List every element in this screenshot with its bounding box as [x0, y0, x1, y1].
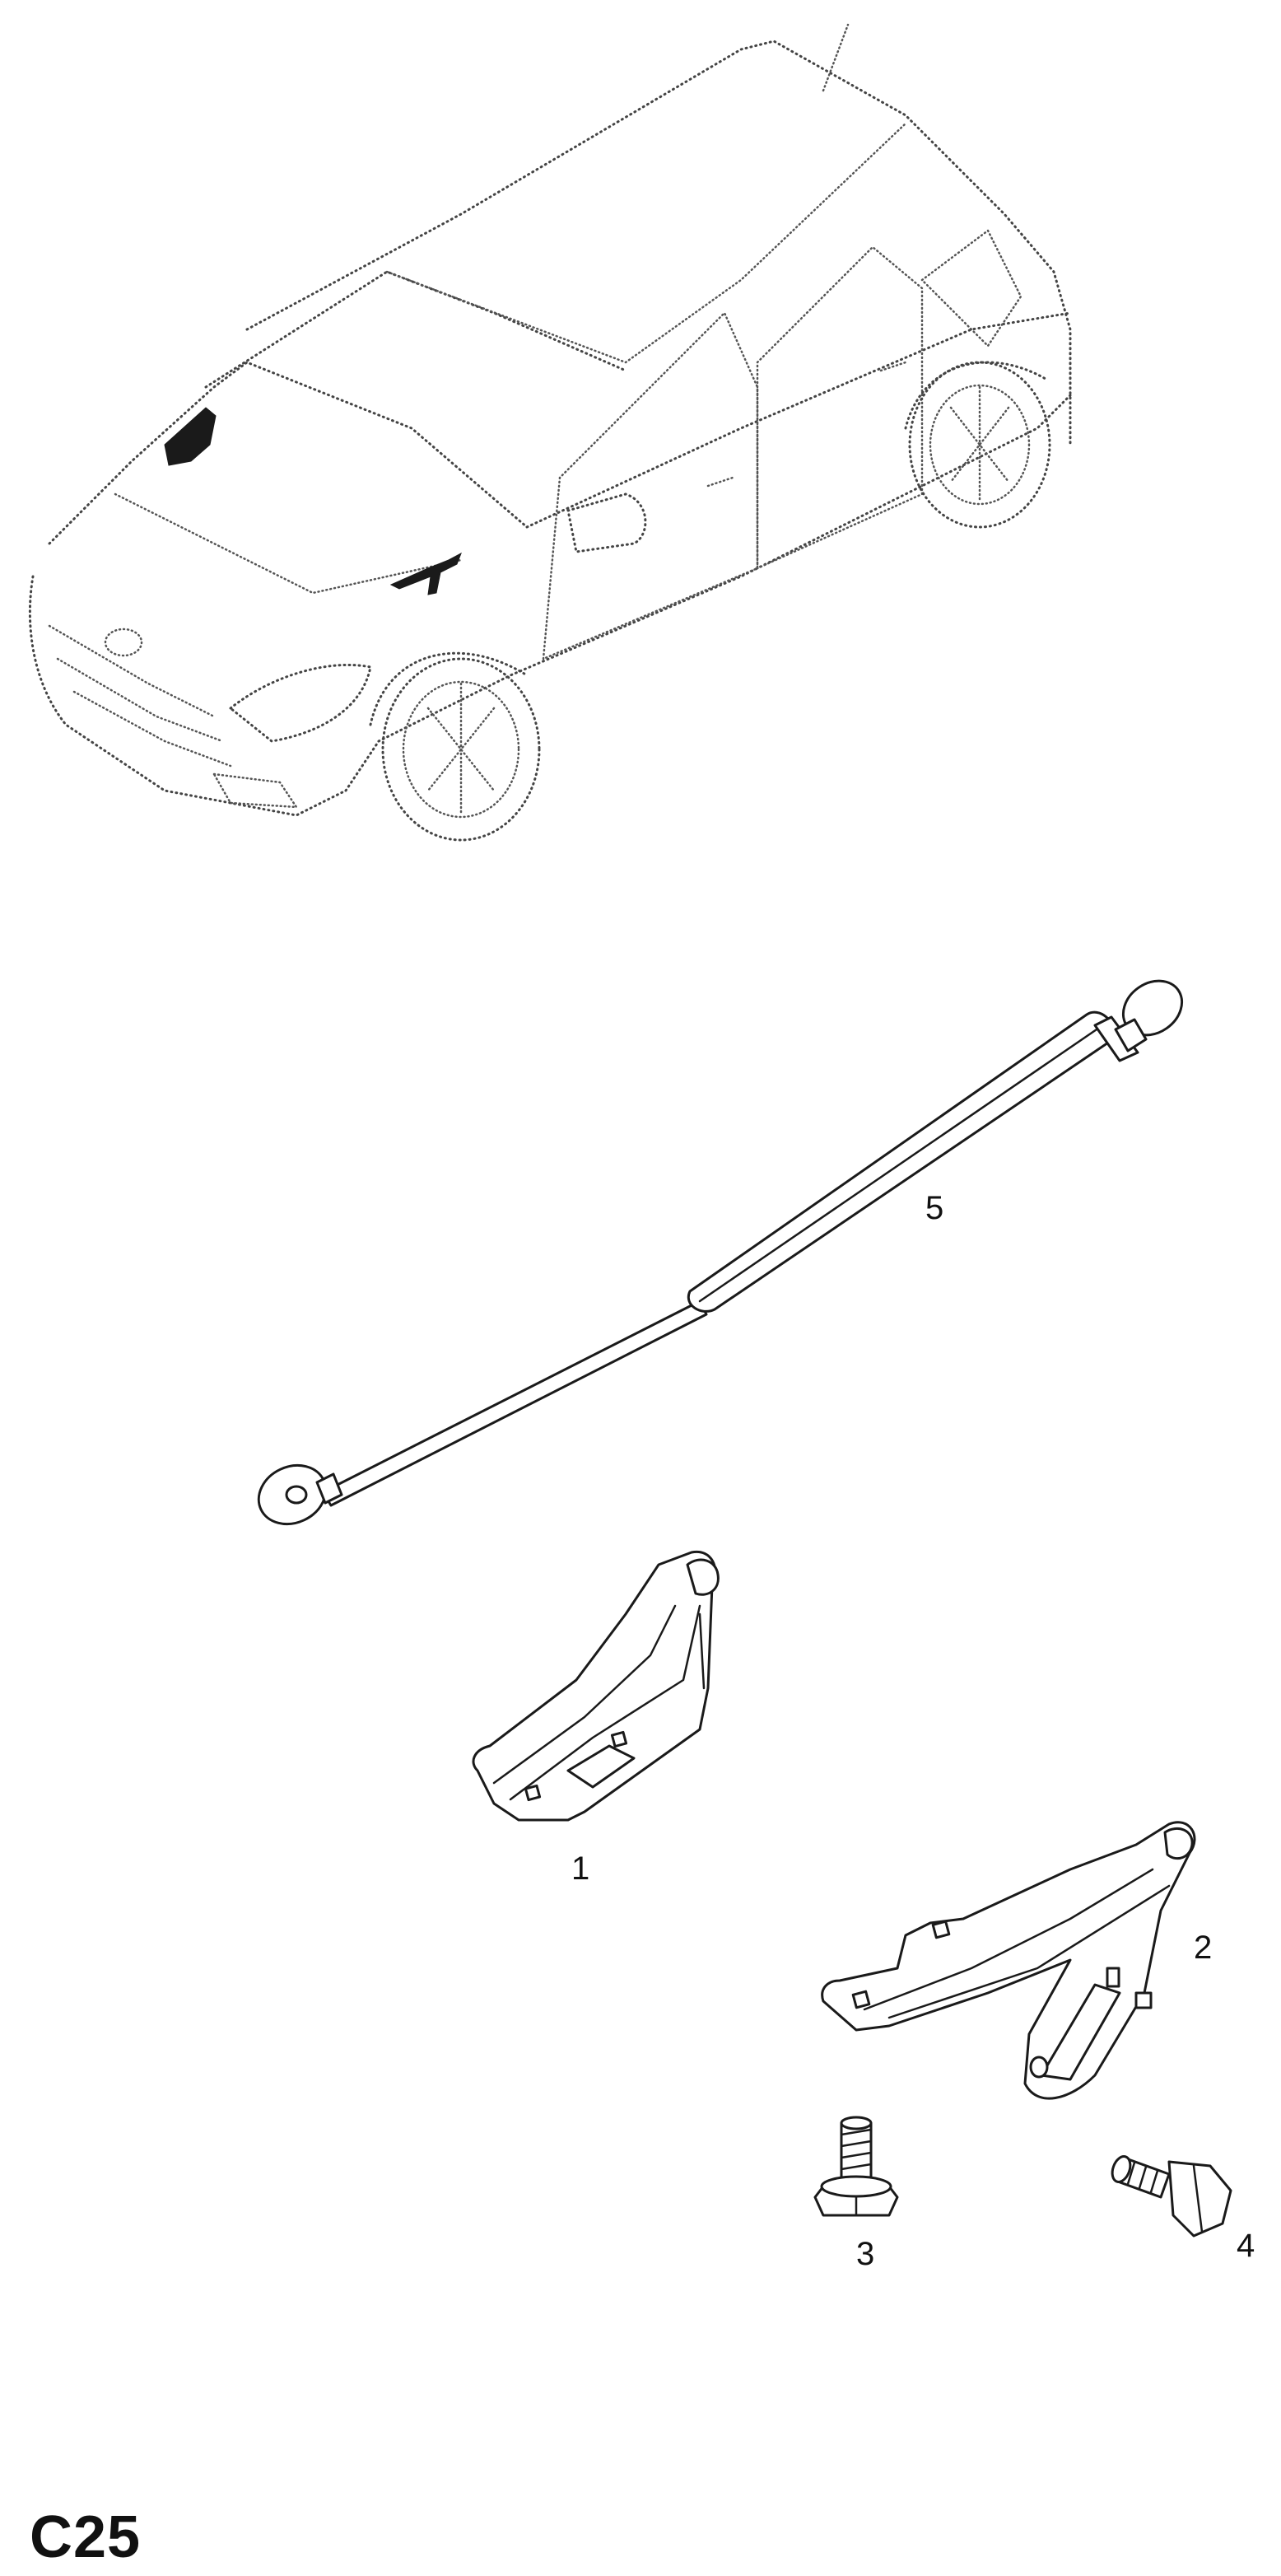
callout-part-2: 2 — [1194, 1930, 1212, 1966]
bolt-angled — [1111, 2155, 1232, 2238]
callout-part-3: 3 — [856, 2236, 874, 2272]
bolt-vertical — [813, 2116, 899, 2217]
gas-strut — [257, 979, 1184, 1526]
callout-part-1: 1 — [571, 1850, 589, 1887]
callout-part-5: 5 — [925, 1190, 943, 1226]
hood-area-highlight — [164, 407, 462, 595]
callout-part-4: 4 — [1237, 2228, 1255, 2264]
hood-hinge-right — [821, 1821, 1196, 2100]
hood-hinge-left — [472, 1550, 720, 1822]
car-overview-icon — [28, 23, 1072, 842]
page-code: C25 — [30, 2504, 142, 2570]
